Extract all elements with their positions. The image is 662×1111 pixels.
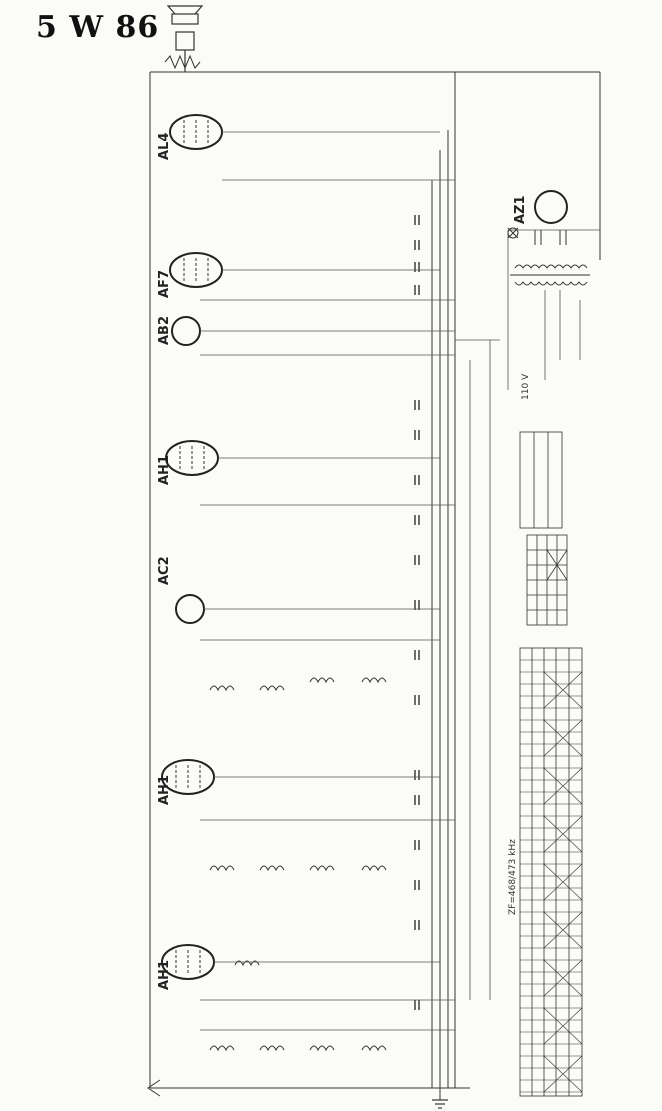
coil <box>209 865 235 872</box>
coil <box>259 865 285 872</box>
table-cross-mark <box>543 1007 583 1045</box>
table-cross-mark <box>543 959 583 997</box>
tube-az1-envelope <box>534 190 568 224</box>
table-cross-mark <box>543 719 583 757</box>
switch-table-small <box>526 534 568 626</box>
coil <box>361 677 387 684</box>
table-cross-mark <box>543 767 583 805</box>
table-cross-mark <box>543 671 583 709</box>
coil <box>309 677 335 684</box>
output-resistor <box>164 54 201 70</box>
table-cross-mark <box>543 815 583 853</box>
coil <box>361 865 387 872</box>
switch-table-large <box>519 647 583 1097</box>
table-cross-mark <box>543 863 583 901</box>
ground-icon <box>432 1099 448 1109</box>
table-cross-mark <box>543 1055 583 1093</box>
coil <box>209 685 235 692</box>
coil <box>361 1045 387 1052</box>
tube-label-ah1a: AH1 <box>157 455 172 485</box>
coil <box>259 685 285 692</box>
if-frequency-label: ZF=468/473 kHz <box>508 839 518 915</box>
rectifier-stage <box>507 227 567 245</box>
speaker-icon <box>166 5 204 72</box>
tube-ab2-envelope <box>171 316 201 346</box>
coil <box>309 1045 335 1052</box>
tube-label-ac2: AC2 <box>157 556 172 585</box>
coil <box>259 1045 285 1052</box>
tube-label-ah1b: AH1 <box>157 775 172 805</box>
capacitor-bank <box>414 215 420 1010</box>
tube-ac2-envelope <box>175 594 205 624</box>
coil <box>309 865 335 872</box>
tube-label-al4: AL4 <box>157 133 172 160</box>
mains-voltage-label: 110 V <box>521 373 531 400</box>
page-title: 5 W 86 <box>36 10 160 45</box>
tube-label-ah1c: AH1 <box>157 960 172 990</box>
tube-label-az1: AZ1 <box>513 195 528 224</box>
tube-label-af7: AF7 <box>157 270 172 298</box>
coil <box>209 1045 235 1052</box>
coil-legend-table <box>519 431 563 529</box>
antenna-arrow <box>147 1079 161 1097</box>
coil <box>234 960 260 967</box>
tube-label-ab2: AB2 <box>157 316 172 345</box>
table-cross-mark <box>543 911 583 949</box>
mains-transformer-secondary <box>514 281 588 286</box>
mains-transformer-primary <box>514 264 588 269</box>
